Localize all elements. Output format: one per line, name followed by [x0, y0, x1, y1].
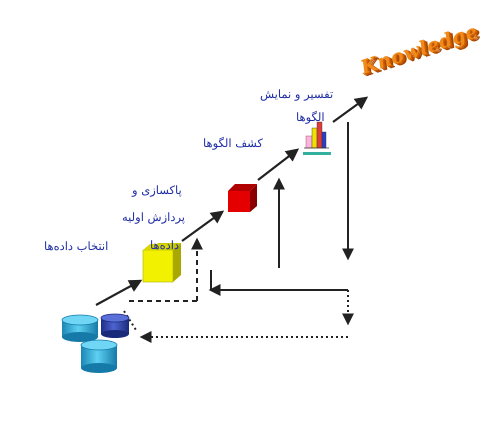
bar-chart-icon [303, 121, 331, 155]
label-data-selection: انتخاب داده‌ها [44, 239, 109, 253]
cylinder-cyan-bottom [80, 339, 118, 373]
label-preprocess-line1: پاکسازی و [132, 183, 182, 197]
preprocessing-cube-icon [142, 243, 181, 283]
label-preprocess-line3: داده‌ها [150, 238, 180, 252]
step-arrow-1 [95, 279, 143, 306]
label-preprocess-line2: پردازش اولیه [122, 210, 185, 224]
cylinder-dark-right [100, 313, 130, 338]
step-arrow-2 [181, 210, 225, 242]
step-arrow-4 [332, 96, 369, 123]
database-icon [61, 313, 130, 373]
pattern-cube-icon [228, 184, 257, 212]
step-arrow-3 [257, 148, 300, 181]
label-interpret-line2: الگوها [296, 110, 325, 124]
feedback-dotted-diagonal [123, 310, 137, 331]
cylinder-cyan-left [61, 314, 99, 342]
label-interpret-line1: تفسیر و نمایش [260, 87, 334, 101]
label-pattern-discovery: کشف الگوها [203, 136, 263, 150]
